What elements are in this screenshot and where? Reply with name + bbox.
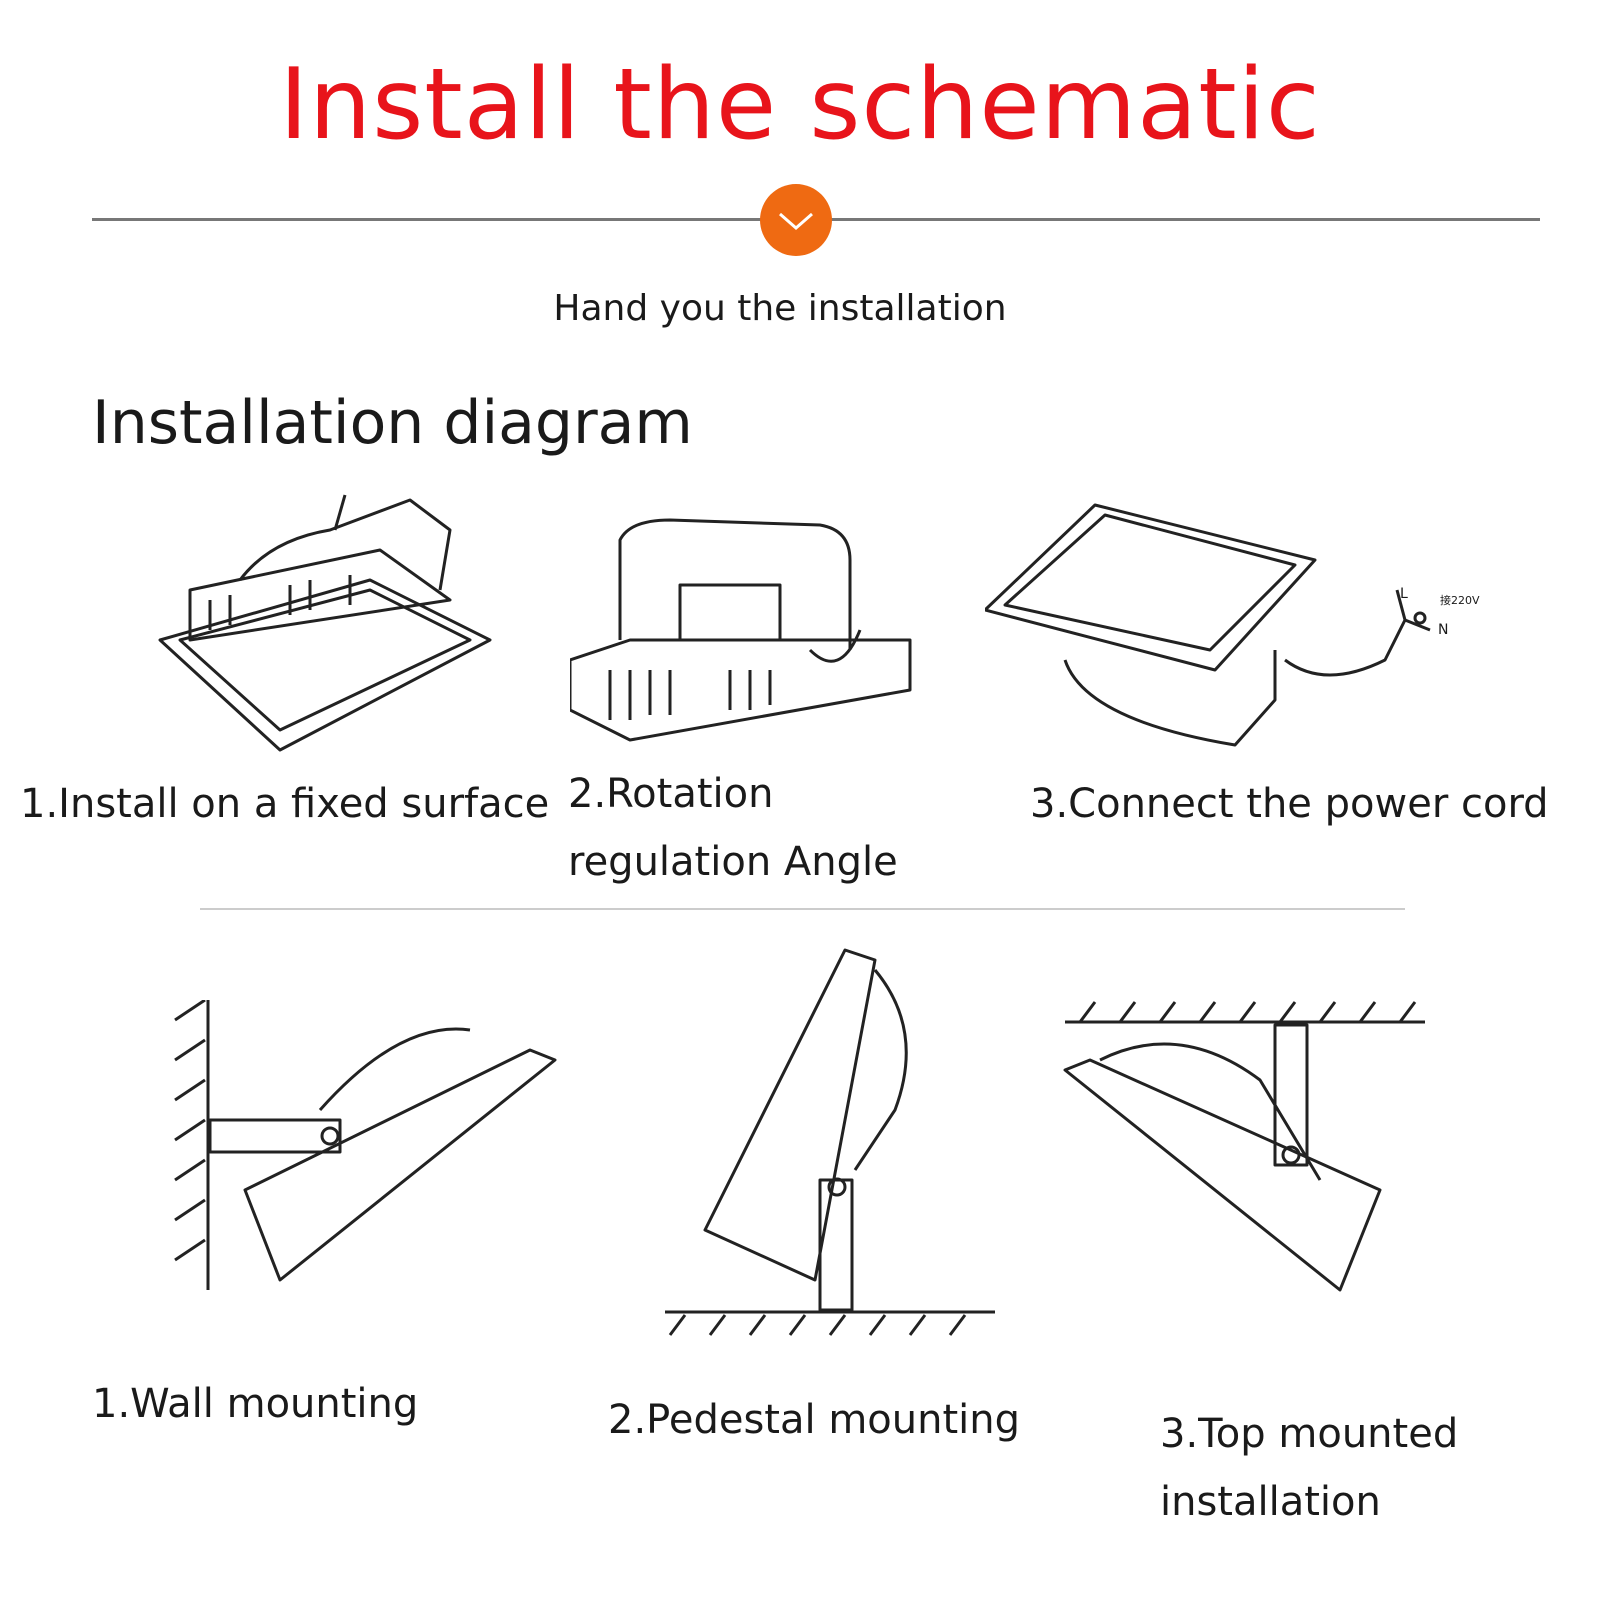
step-1-caption: 1.Install on a fixed surface [20,781,550,827]
page-title: Install the schematic [279,48,1321,162]
section-heading: Installation diagram [92,388,693,458]
subtitle: Hand you the installation [553,288,1007,329]
pedestal-mount-illustration [665,948,995,1336]
rotation-illustration [570,518,912,742]
wire-label-n: N [1438,622,1449,638]
divider [200,908,1405,910]
top-mount-caption: 3.Top mounted installation [1160,1411,1459,1525]
fixed-surface-illustration [158,494,492,752]
top-mount-illustration [1063,1001,1425,1292]
wire-label-l: L [1400,586,1408,602]
pedestal-mount-caption: 2.Pedestal mounting [608,1397,1021,1443]
step-3-caption: 3.Connect the power cord [1030,781,1549,827]
wall-mount-illustration [174,1000,557,1290]
power-cord-illustration [985,503,1431,747]
step-2-caption: 2.Rotation regulation Angle [568,771,898,885]
chevron-down-icon [760,184,832,256]
wall-mount-caption: 1.Wall mounting [92,1381,419,1427]
wire-label-voltage: 接220V [1440,594,1480,607]
